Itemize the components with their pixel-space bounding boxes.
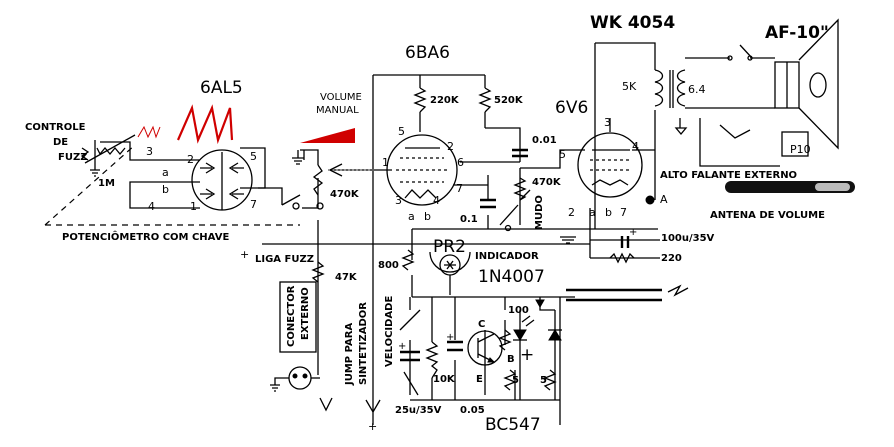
al5-pin-3: 3 [146,145,153,158]
v6-pin-b: b [605,206,612,219]
r220k-value: 220K [430,95,460,106]
volume-pot-value: 470K [330,189,360,200]
volume-pot: VOLUME MANUAL 470K LIGA FUZZ + [240,92,375,265]
ba6-pin-7: 7 [456,182,463,195]
c005-value: 0.05 [460,405,485,416]
ba6-components: 220K 520K 0.01 470K MUDO 0.1 [413,87,576,244]
jumper-line1: JUMP PARA [344,323,355,386]
r5b-value: 5 [540,375,547,386]
velocity-label: VELOCIDADE [384,296,395,367]
v6-pin-4: 4 [632,140,639,153]
point-a-label: A [660,193,668,206]
switch-pot-label: POTENCIÔMETRO COM CHAVE [62,230,229,243]
fuzz-pot-value: 1M [98,178,115,189]
volume-label-2: MANUAL [316,105,359,116]
c100u-plus: + [629,227,637,238]
r5a-value: 5 [512,375,519,386]
external-connector: 47K CONECTOR EXTERNO JUMP PARA SINTETIZA… [270,261,381,433]
ba6-pin-a: a [408,210,415,223]
ba6-pin-2: 2 [447,140,454,153]
antenna-label: ANTENA DE VOLUME [710,210,825,221]
fuzz-control: CONTROLE DE FUZZ 1M POTENCIÔMETRO COM CH… [25,104,300,243]
al5-pin-b: b [162,183,169,196]
lamp-label: PR2 [433,237,466,257]
fuzz-label-1: CONTROLE [25,122,86,133]
r100-value: 100 [508,305,529,316]
led-plus: + [520,345,534,365]
al5-pin-2: 2 [187,153,194,166]
transformer-secondary: 6.4 [688,83,706,96]
transistor-b: B [507,354,515,365]
speaker-model: AF-10" [765,23,829,43]
mute-label: MUDO [534,195,545,230]
ba6-pin-1: 1 [382,156,389,169]
indicator-label: INDICADOR [475,251,539,262]
ba6-pin-4: 4 [433,194,440,207]
diode-label: 1N4007 [478,267,545,287]
al5-pin-a: a [162,166,169,179]
v6-pin-7: 7 [620,206,627,219]
fuzz-label-2: DE [53,137,68,148]
al5-pin-5: 5 [250,150,257,163]
plus-liga: + [240,248,249,261]
c01-value: 0.1 [460,214,478,225]
r10k-value: 10K [433,374,456,385]
v6-pin-5: 5 [559,148,566,161]
tube-6v6: 6V6 3 5 4 2 a b 7 A [555,98,668,219]
jumper-line2: SINTETIZADOR [358,302,369,385]
tube-6ba6: 6BA6 5 2 1 6 3 4 7 a b [382,43,464,223]
al5-pin-1: 1 [190,200,197,213]
c100u-value: 100u/35V [661,233,715,244]
al5-pin-7: 7 [250,198,257,211]
c005-plus: + [446,332,454,343]
v6-pin-2: 2 [568,206,575,219]
r220-value: 220 [661,253,682,264]
transformer-model: WK 4054 [590,13,675,33]
connector-line1: CONECTOR [286,285,297,347]
transistor-e: E [476,374,483,385]
p10-label: P10 [790,143,811,156]
ba6-pin-3: 3 [395,194,402,207]
v6-pin-3: 3 [604,116,611,129]
r520k-value: 520K [494,95,524,106]
fuzz-label-3: FUZZ [58,152,87,163]
jumper-plus: + [368,420,377,433]
r47k-value: 47K [335,272,358,283]
tube-6ba6-label: 6BA6 [405,43,450,63]
ba6-pin-b: b [424,210,431,223]
speaker: AF-10" P10 ALTO FALANTE EXTERNO ANTENA D… [660,18,855,221]
r470k-mute-value: 470K [532,177,562,188]
al5-pin-4: 4 [148,200,155,213]
r800-value: 800 [378,260,399,271]
c25u-plus: + [398,341,406,352]
tube-6al5: 6AL5 3 2 5 a b 4 1 7 [146,78,257,213]
c001-value: 0.01 [532,135,557,146]
indicator-lamp: PR2 INDICADOR 1N4007 [429,237,545,295]
tube-6v6-label: 6V6 [555,98,588,118]
c25u-value: 25u/35V [395,405,442,416]
output-transformer: WK 4054 5K 6.4 [590,13,706,136]
transformer-primary: 5K [622,80,637,93]
transistor-model: BC547 [485,415,541,435]
liga-fuzz-label: LIGA FUZZ [255,254,314,265]
velocity-section: 800 + VELOCIDADE 10K + 25u/35V 0.05 C B … [378,249,562,435]
connector-line2: EXTERNO [300,287,311,340]
ba6-pin-6: 6 [457,156,464,169]
transistor-c: C [478,319,485,330]
ba6-pin-5: 5 [398,125,405,138]
power-section: + 100u/35V 220 [609,227,715,297]
volume-label-1: VOLUME [320,92,362,103]
external-speaker-label: ALTO FALANTE EXTERNO [660,170,797,181]
tube-6al5-label: 6AL5 [200,78,243,98]
v6-pin-a: a [589,206,596,219]
